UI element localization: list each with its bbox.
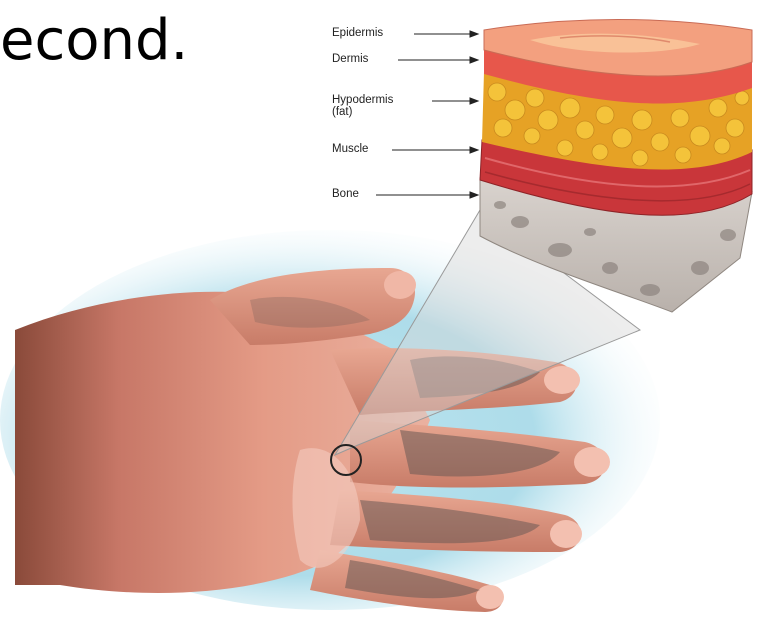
label-muscle: Muscle xyxy=(332,143,368,155)
label-hypodermis: Hypodermis (fat) xyxy=(332,94,393,118)
label-dermis: Dermis xyxy=(332,53,368,65)
label-bone: Bone xyxy=(332,188,359,200)
label-epidermis: Epidermis xyxy=(332,27,383,39)
